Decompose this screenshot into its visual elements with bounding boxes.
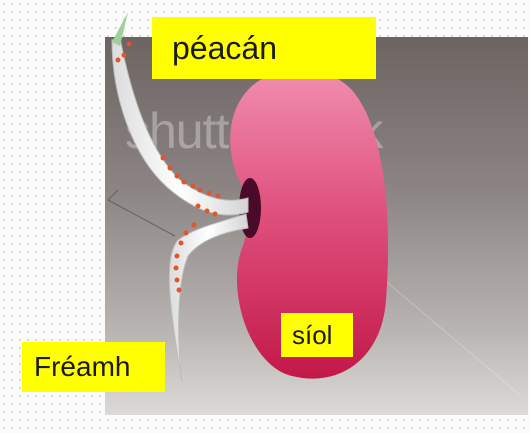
shoot-label: péacán [152,17,376,79]
root-stem [169,214,248,382]
background-line [108,190,118,200]
shoot-tip [112,12,128,46]
seed-label: síol [281,313,353,357]
root-label: Fréamh [22,342,165,392]
background-line [108,200,175,236]
root-dots [116,42,221,293]
